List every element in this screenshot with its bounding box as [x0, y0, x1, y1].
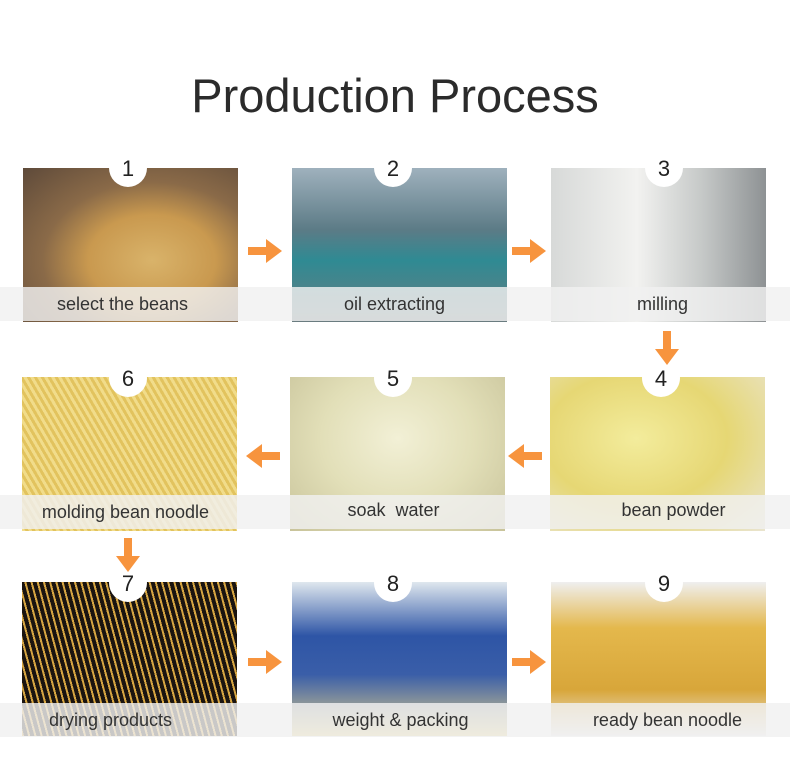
step-3-number: 3: [645, 149, 683, 187]
step-9-number: 9: [645, 564, 683, 602]
step-3-label: milling: [636, 294, 688, 314]
step-4-number: 4: [642, 359, 680, 397]
caption-strip: [0, 703, 790, 737]
step-7-label: drying products: [48, 710, 173, 730]
step-2-number: 2: [374, 149, 412, 187]
step-2-label: oil extracting: [343, 294, 446, 314]
caption-strip: [0, 495, 790, 529]
step-7-number: 7: [109, 564, 147, 602]
arrow-right-icon: [512, 238, 546, 264]
page-title: Production Process: [191, 69, 599, 122]
arrow-right-icon: [512, 649, 546, 675]
arrow-left-icon: [246, 443, 280, 469]
step-5-number: 5: [374, 359, 412, 397]
step-1-number: 1: [109, 149, 147, 187]
step-9-label: ready bean noodle: [592, 710, 743, 730]
step-1-label: select the beans: [56, 294, 189, 314]
arrow-left-icon: [508, 443, 542, 469]
step-8-number: 8: [374, 564, 412, 602]
arrow-down-icon: [115, 538, 141, 572]
arrow-down-icon: [654, 331, 680, 365]
arrow-right-icon: [248, 649, 282, 675]
step-5-label: soak water: [347, 500, 440, 520]
arrow-right-icon: [248, 238, 282, 264]
step-6-label: molding bean noodle: [41, 502, 210, 522]
step-8-label: weight & packing: [332, 710, 469, 730]
step-6-number: 6: [109, 359, 147, 397]
step-4-label: bean powder: [621, 500, 726, 520]
caption-strip: [0, 287, 790, 321]
